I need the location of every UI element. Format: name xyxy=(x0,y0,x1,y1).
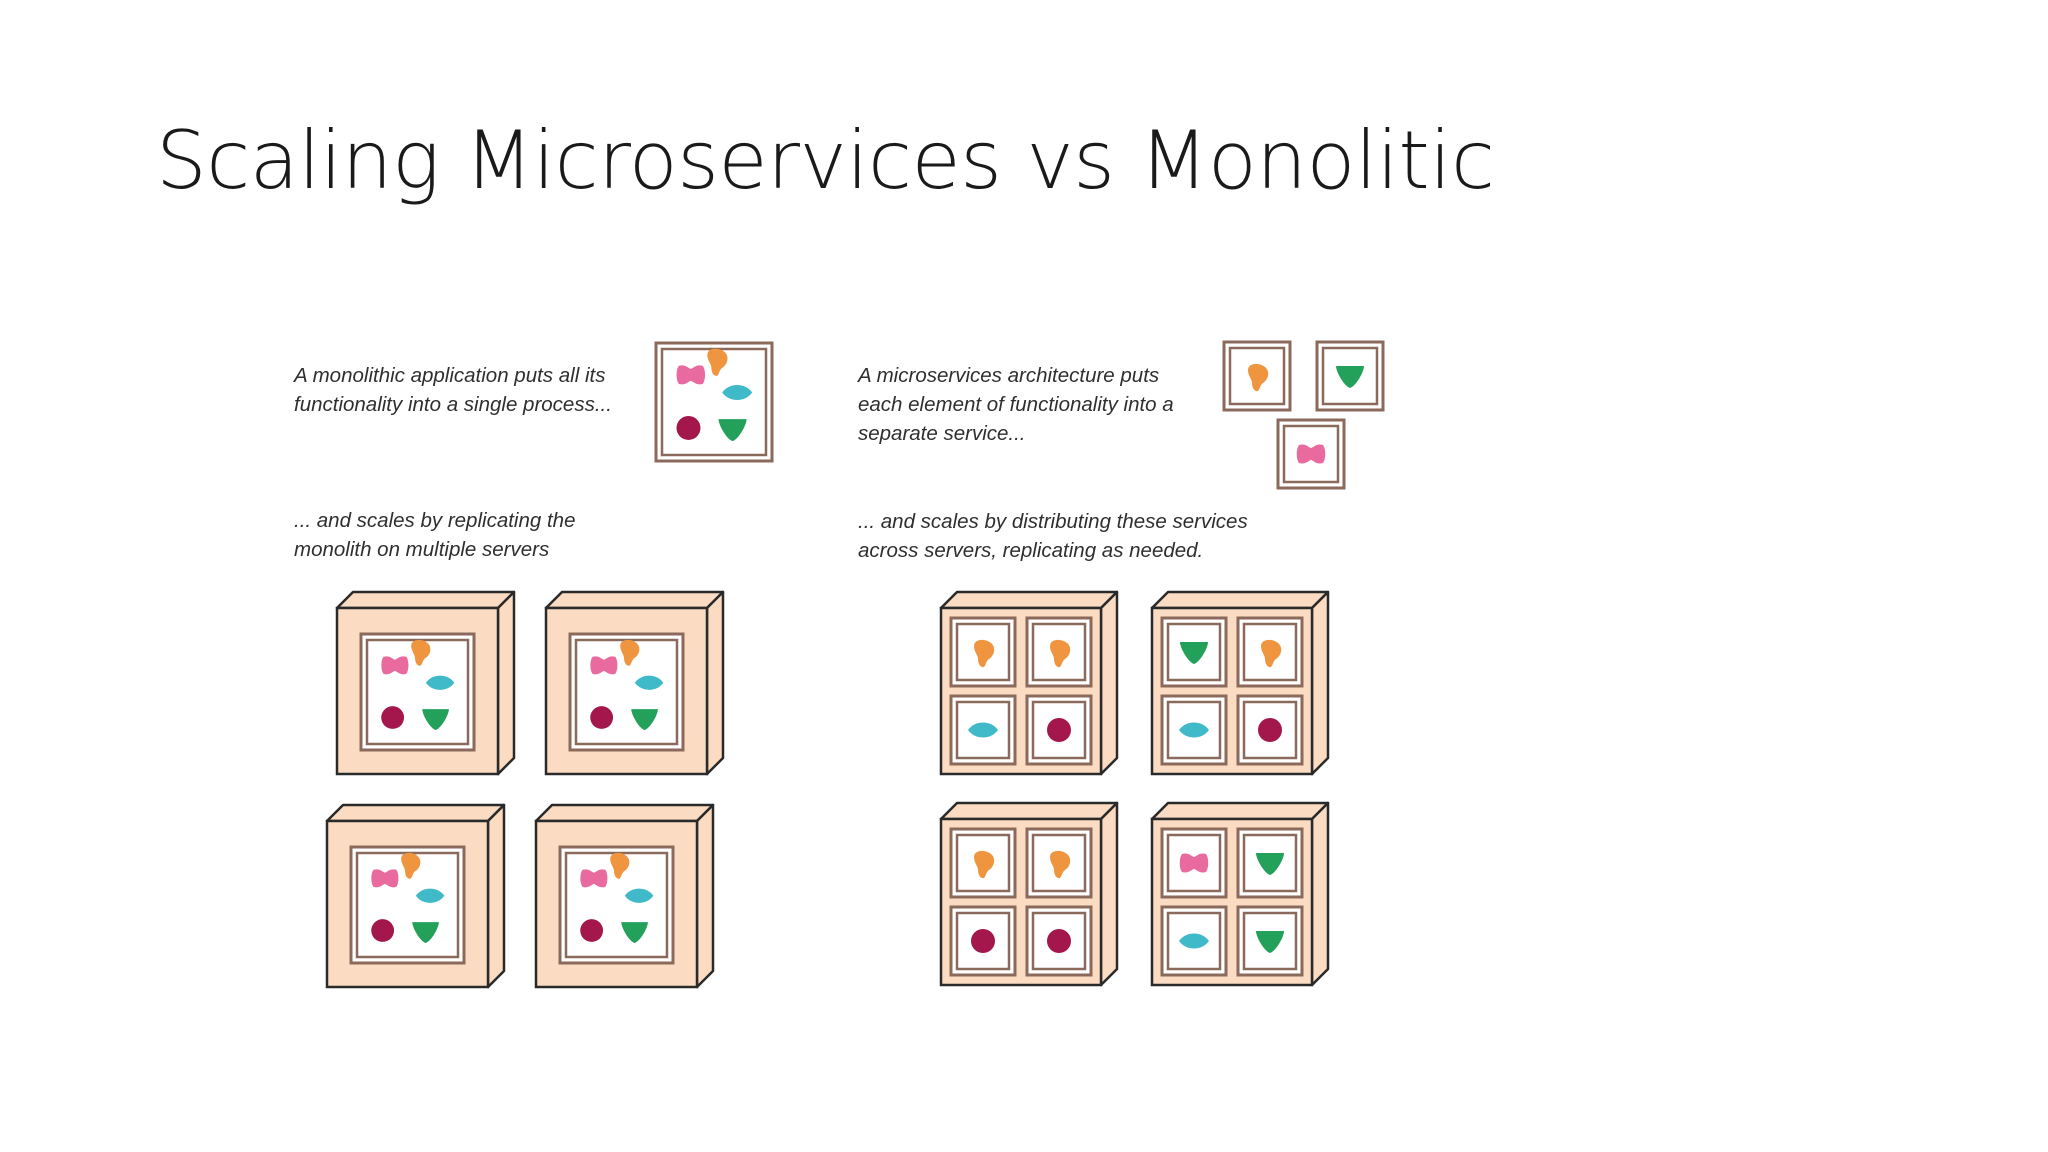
green-shape xyxy=(1256,853,1284,875)
monolith-server xyxy=(544,590,725,776)
service-frame xyxy=(1025,694,1093,766)
caption-line: ... and scales by distributing these ser… xyxy=(858,510,1248,533)
teal-shape xyxy=(968,722,998,738)
caption-line: ... and scales by replicating the xyxy=(294,509,575,532)
teal-shape xyxy=(1179,933,1209,949)
orange-shape xyxy=(401,852,421,879)
crimson-shape xyxy=(580,919,604,942)
service-frame xyxy=(1236,616,1304,688)
caption-line: A microservices architecture puts xyxy=(856,364,1159,387)
green-shape xyxy=(1336,366,1364,388)
pink-shape xyxy=(371,869,399,888)
monolith-server xyxy=(534,803,715,989)
crimson-shape xyxy=(381,706,405,729)
crimson-shape xyxy=(1258,718,1282,742)
caption-line: each element of functionality into a xyxy=(858,393,1174,416)
microservices-server xyxy=(1150,801,1330,987)
orange-shape xyxy=(974,639,995,668)
slide-title: Scaling Microservices vs Monolitic xyxy=(156,114,1495,207)
microservices-server xyxy=(939,590,1119,776)
caption-line: separate service... xyxy=(858,422,1026,445)
teal-shape xyxy=(634,675,664,690)
green-shape xyxy=(718,419,747,442)
monolith-app-frame xyxy=(568,632,685,752)
service-frame xyxy=(949,694,1017,766)
service-frame xyxy=(1025,827,1093,899)
monolith-server xyxy=(335,590,516,776)
green-shape xyxy=(422,709,449,731)
orange-shape xyxy=(411,639,431,666)
green-shape xyxy=(412,922,439,944)
pink-shape xyxy=(381,656,409,675)
monolith-server xyxy=(325,803,506,989)
orange-shape xyxy=(610,852,630,879)
microservices-server-grid xyxy=(939,590,1330,987)
teal-shape xyxy=(1179,722,1209,738)
service-frame xyxy=(949,827,1017,899)
caption-line: functionality into a single process... xyxy=(294,393,612,416)
teal-shape xyxy=(624,888,654,903)
service-frame xyxy=(1236,905,1304,977)
green-shape xyxy=(1180,642,1208,664)
service-frame xyxy=(1025,905,1093,977)
pink-shape xyxy=(1179,853,1209,873)
orange-shape xyxy=(1050,850,1071,879)
crimson-shape xyxy=(371,919,395,942)
crimson-shape xyxy=(971,929,995,953)
service-frame xyxy=(1160,905,1228,977)
orange-shape xyxy=(1261,639,1282,668)
orange-shape xyxy=(620,639,640,666)
service-frame xyxy=(949,905,1017,977)
service-frame xyxy=(1025,616,1093,688)
pink-shape xyxy=(676,365,706,385)
monolith-caption-bottom: ... and scales by replicating the monolit… xyxy=(294,509,575,561)
monolith-app-frame xyxy=(349,845,466,965)
pink-shape xyxy=(580,869,608,888)
service-frame xyxy=(1236,827,1304,899)
service-frame xyxy=(1236,694,1304,766)
caption-line: across servers, replicating as needed. xyxy=(858,539,1203,562)
green-shape xyxy=(1256,931,1284,953)
crimson-shape xyxy=(1047,718,1071,742)
teal-shape xyxy=(425,675,455,690)
teal-shape xyxy=(415,888,445,903)
green-shape xyxy=(621,922,648,944)
pink-shape xyxy=(590,656,618,675)
microservices-server xyxy=(1150,590,1330,776)
monolith-caption-top: A monolithic application puts all its fun… xyxy=(292,364,612,416)
service-frame xyxy=(949,616,1017,688)
service-frame xyxy=(1160,827,1228,899)
service-frame xyxy=(1276,418,1346,490)
monolith-app-frame xyxy=(558,845,675,965)
crimson-shape xyxy=(1047,929,1071,953)
microservice-set xyxy=(1222,340,1385,490)
pink-shape xyxy=(1296,444,1326,464)
orange-shape xyxy=(707,348,728,376)
teal-shape xyxy=(722,385,753,401)
caption-line: A monolithic application puts all its xyxy=(292,364,605,387)
orange-shape xyxy=(974,850,995,879)
service-frame xyxy=(1160,616,1228,688)
monolith-app-frame xyxy=(654,341,774,463)
microservices-server xyxy=(939,801,1119,987)
service-frame xyxy=(1160,694,1228,766)
caption-line: monolith on multiple servers xyxy=(294,538,549,561)
crimson-shape xyxy=(676,415,701,440)
orange-shape xyxy=(1248,363,1269,392)
monolith-app-frame xyxy=(359,632,476,752)
monolith-server-grid xyxy=(325,590,725,989)
microservices-caption-top: A microservices architecture puts each el… xyxy=(856,364,1174,445)
crimson-shape xyxy=(590,706,614,729)
green-shape xyxy=(631,709,658,731)
service-frame xyxy=(1315,340,1385,412)
service-frame xyxy=(1222,340,1292,412)
orange-shape xyxy=(1050,639,1071,668)
monolith-application xyxy=(654,341,774,463)
microservices-caption-bottom: ... and scales by distributing these ser… xyxy=(858,510,1248,562)
